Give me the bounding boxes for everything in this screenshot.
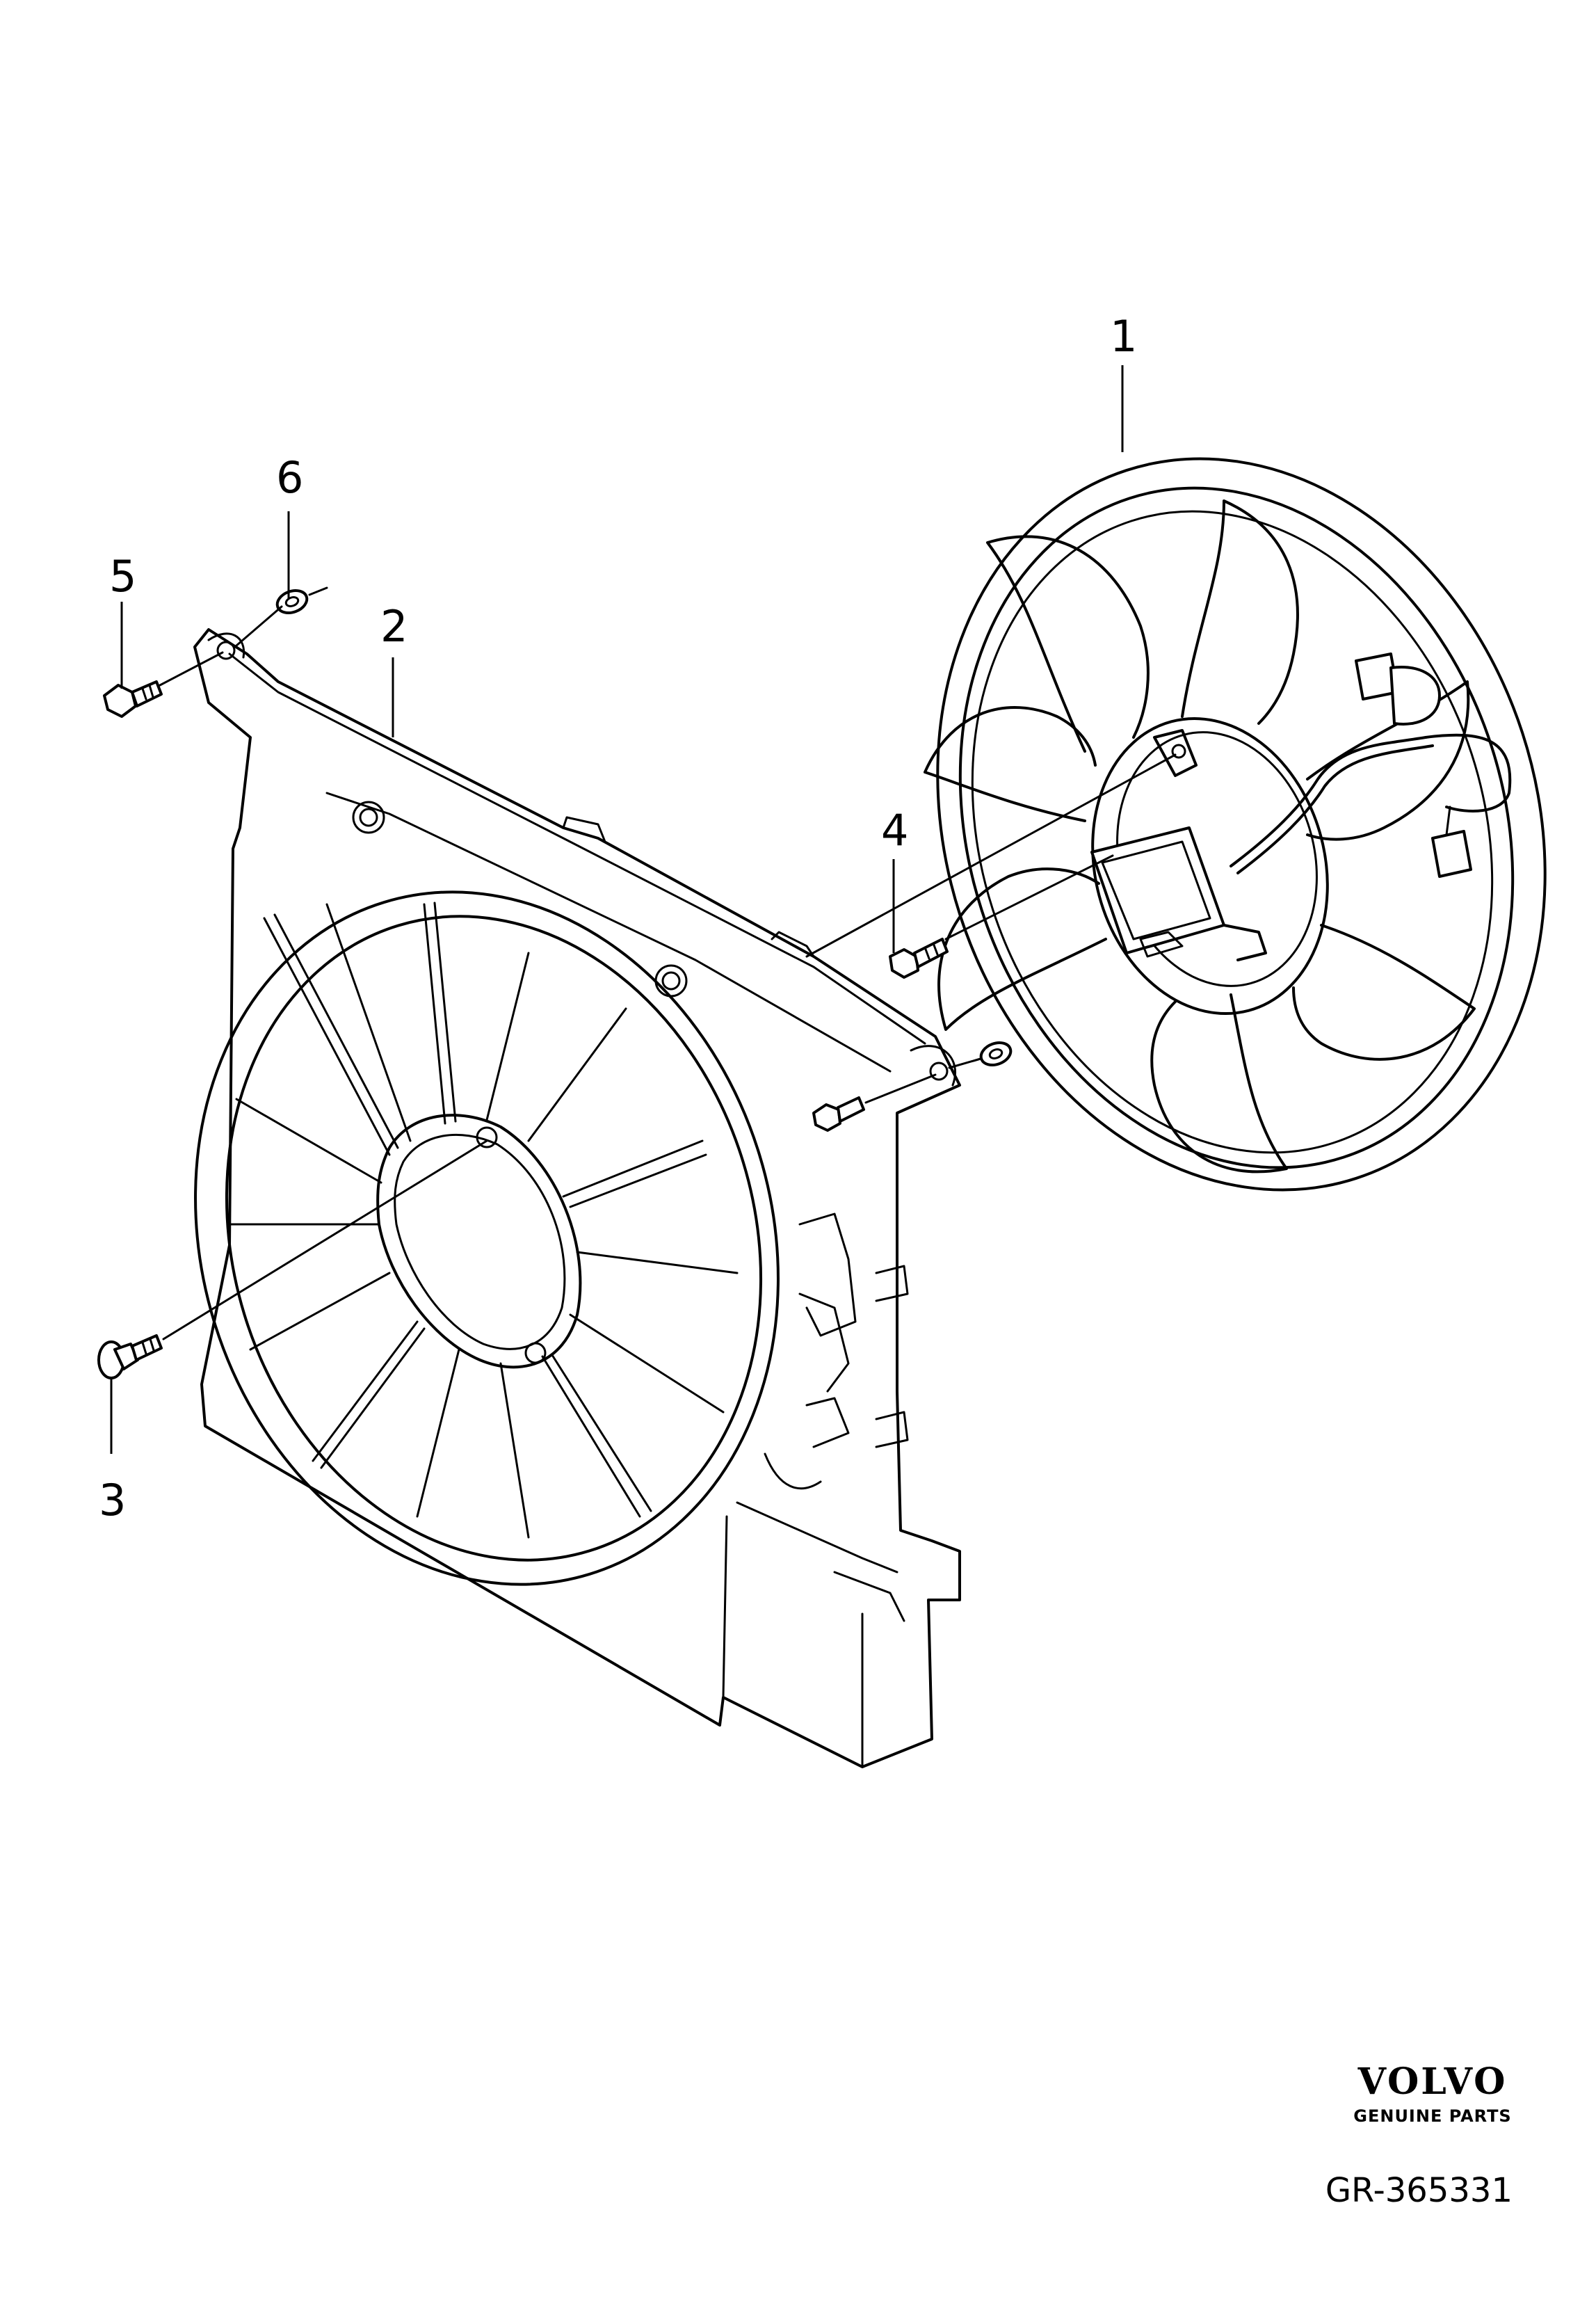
- callout-1: 1: [1110, 311, 1137, 362]
- leader-lines: [110, 365, 1177, 1454]
- callout-4: 4: [881, 805, 908, 856]
- brand-logo: VOLVO: [1357, 2060, 1508, 2103]
- bolt-lower-left: [97, 1334, 163, 1379]
- washer-top-left: [275, 586, 328, 614]
- callout-6: 6: [276, 452, 303, 503]
- brand-tagline: GENUINE PARTS: [1353, 2106, 1511, 2126]
- callout-2: 2: [380, 601, 408, 652]
- bolt-right-center: [812, 1096, 865, 1132]
- figure-reference: GR-365331: [1325, 2171, 1513, 2210]
- washer-right: [972, 1041, 1013, 1066]
- fan-shroud: [193, 628, 961, 1768]
- fan-assembly: [924, 457, 1547, 1192]
- callout-3: 3: [99, 1475, 126, 1526]
- callout-5: 5: [109, 551, 136, 602]
- bolt-center: [889, 938, 949, 979]
- bolt-top-left: [103, 680, 163, 718]
